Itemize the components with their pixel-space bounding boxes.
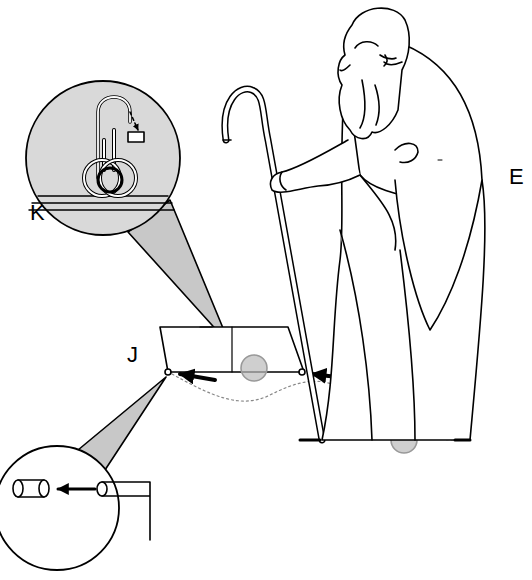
detail-callout xyxy=(0,446,119,570)
tube-join-detail xyxy=(13,480,150,540)
shepherd-staff xyxy=(223,89,322,440)
part-letter: E xyxy=(509,166,524,188)
shepherd-figure xyxy=(270,8,484,440)
detail-callout xyxy=(26,81,180,235)
part-letter: J xyxy=(127,344,138,366)
hook-ring-detail xyxy=(29,97,174,210)
sign-board xyxy=(160,327,304,372)
part-letter: K xyxy=(30,202,45,224)
